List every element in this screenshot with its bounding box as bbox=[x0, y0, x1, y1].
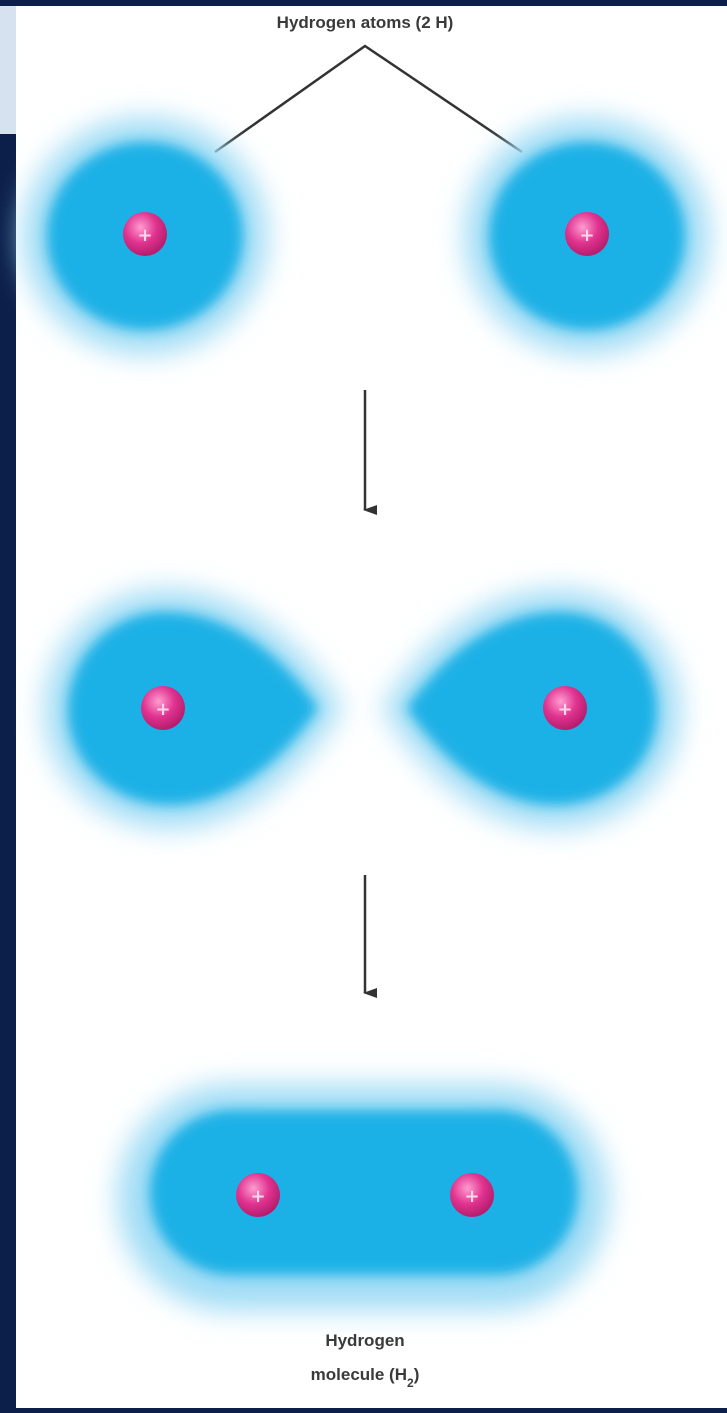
electron-cloud-molecule bbox=[118, 1085, 608, 1310]
svg-text:+: + bbox=[557, 699, 572, 720]
proton-right-teardrop: + bbox=[543, 686, 587, 730]
label-connector-lines bbox=[215, 46, 522, 152]
top-label: Hydrogen atoms (2 H) bbox=[277, 13, 454, 32]
bottom-label-line1: Hydrogen bbox=[325, 1331, 404, 1350]
proton-molecule-left: + bbox=[236, 1173, 280, 1217]
svg-text:+: + bbox=[250, 1186, 265, 1207]
electron-cloud-right-teardrop bbox=[383, 590, 680, 828]
stage-bonded-molecule: + + bbox=[118, 1085, 608, 1310]
proton-right-atom: + bbox=[565, 212, 609, 256]
stage-separate-atoms: + + bbox=[23, 118, 709, 354]
proton-molecule-right: + bbox=[450, 1173, 494, 1217]
electron-cloud-left-teardrop bbox=[45, 590, 342, 828]
svg-text:+: + bbox=[155, 699, 170, 720]
bottom-label: Hydrogen molecule (H2) bbox=[311, 1331, 420, 1390]
proton-left-atom: + bbox=[123, 212, 167, 256]
svg-text:+: + bbox=[137, 225, 152, 246]
stage-approaching-atoms: + + bbox=[45, 590, 680, 828]
proton-left-teardrop: + bbox=[141, 686, 185, 730]
svg-text:+: + bbox=[464, 1186, 479, 1207]
bottom-label-line2: molecule (H2) bbox=[311, 1365, 420, 1390]
svg-text:+: + bbox=[579, 225, 594, 246]
